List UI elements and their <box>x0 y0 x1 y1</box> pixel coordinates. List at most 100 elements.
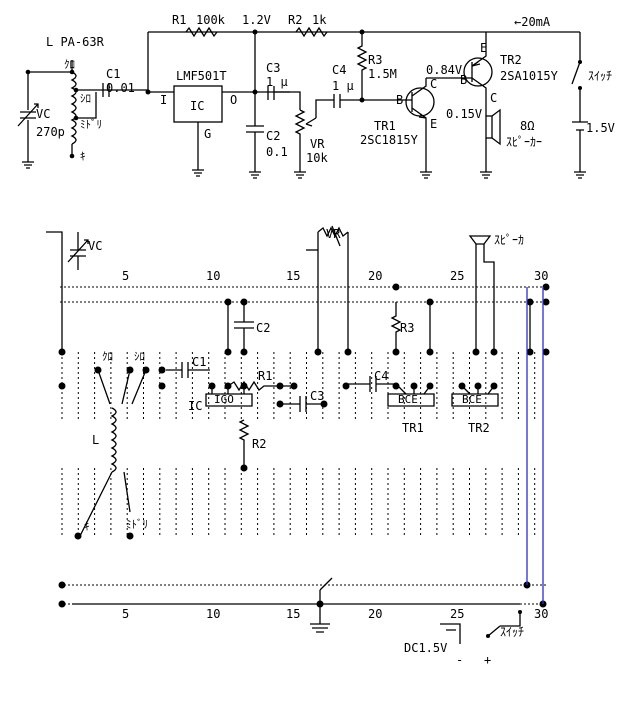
breadboard-hole <box>344 348 352 356</box>
breadboard-hole <box>542 283 550 291</box>
board-dc-label: DC1.5V <box>404 641 447 655</box>
breadboard-hole <box>158 366 166 374</box>
board-c4-label: C4 <box>374 369 388 383</box>
r3-name: R3 <box>368 53 382 67</box>
c4-value: 1 μ <box>332 79 354 93</box>
breadboard-wiring <box>46 225 544 644</box>
tr1-name: TR1 <box>374 119 396 133</box>
col-15-top: 15 <box>286 269 300 283</box>
breadboard-grid <box>58 283 550 608</box>
tr2-pin-c: C <box>490 91 497 105</box>
base-voltage-tr2: 0.84V <box>426 63 462 77</box>
board-r3-label: R3 <box>400 321 414 335</box>
tr2-pin-b: B <box>460 73 467 87</box>
breadboard-hole <box>392 283 400 291</box>
tr2-name: TR2 <box>500 53 522 67</box>
switch-label: ｽｲｯﾁ <box>588 69 612 83</box>
board-vc-label: VC <box>88 239 102 253</box>
coil-label: L PA-63R <box>46 35 105 49</box>
coil-tap-midori: ﾐﾄﾞﾘ <box>80 118 102 131</box>
col-10-bottom: 10 <box>206 607 220 621</box>
breadboard-hole <box>126 532 134 540</box>
board-vr-label: VR <box>326 227 341 241</box>
breadboard-hole <box>314 348 322 356</box>
ic-part-number: LMF501T <box>176 69 227 83</box>
c3-name: C3 <box>266 61 280 75</box>
col-15-bottom: 15 <box>286 607 300 621</box>
r2-name: R2 <box>288 13 302 27</box>
col-20-top: 20 <box>368 269 382 283</box>
col-25-bottom: 25 <box>450 607 464 621</box>
board-c3-label: C3 <box>310 389 324 403</box>
speaker-label: ｽﾋﾟｰｶｰ <box>506 135 542 149</box>
tr2-pin-e: E <box>480 41 487 55</box>
speaker-impedance: 8Ω <box>520 119 534 133</box>
col-20-bottom: 20 <box>368 607 382 621</box>
coil-tap-shiro: ｼﾛ <box>80 92 91 105</box>
board-r2-label: R2 <box>252 437 266 451</box>
breadboard-hole <box>58 600 66 608</box>
breadboard-hole <box>542 348 550 356</box>
board-coil-label: L <box>92 433 99 447</box>
board-midori-label: ﾐﾄﾞﾘ <box>126 518 148 531</box>
c1-name: C1 <box>106 67 120 81</box>
c2-value: 0.1 <box>266 145 288 159</box>
col-5-top: 5 <box>122 269 129 283</box>
collector-voltage-tr2: 0.15V <box>446 107 482 121</box>
col-10-top: 10 <box>206 269 220 283</box>
tr1-pin-c: C <box>430 77 437 91</box>
r1-name: R1 <box>172 13 186 27</box>
board-switch-label: ｽｲｯﾁ <box>500 625 524 639</box>
schematic: L PA-63R ｸﾛ ｼﾛ ﾐﾄﾞﾘ ｷ VC 270p C1 0.01 R1… <box>17 13 615 179</box>
tr1-pin-e: E <box>430 117 437 131</box>
board-shiro-label: ｼﾛ <box>134 350 145 363</box>
c4-name: C4 <box>332 63 346 77</box>
vr-name: VR <box>310 137 325 151</box>
board-tr1-pins: BCE <box>398 393 418 406</box>
breadboard-hole <box>58 382 66 390</box>
node-voltage-1: 1.2V <box>242 13 271 27</box>
board-ki-label: ｷ <box>84 520 90 533</box>
breadboard-hole <box>74 532 82 540</box>
r3-value: 1.5M <box>368 67 397 81</box>
breadboard-labels: 5 10 15 20 25 30 5 10 15 20 25 30 VC VR … <box>84 227 548 667</box>
breadboard-hole <box>542 298 550 306</box>
ic-body-label: IC <box>190 99 204 113</box>
col-5-bottom: 5 <box>122 607 129 621</box>
vr-value: 10k <box>306 151 328 165</box>
board-tr2-label: TR2 <box>468 421 490 435</box>
board-tr2-pins: BCE <box>462 393 482 406</box>
c3-value: 1 μ <box>266 75 288 89</box>
board-speaker-label: ｽﾋﾟｰｶ <box>494 233 524 247</box>
ic-pin-i: I <box>160 93 167 107</box>
c1-value: 0.01 <box>106 81 135 95</box>
col-25-top: 25 <box>450 269 464 283</box>
col-30-bottom: 30 <box>534 607 548 621</box>
tr1-part: 2SC1815Y <box>360 133 419 147</box>
ic-pin-o: O <box>230 93 237 107</box>
board-plus-label: + <box>484 653 491 667</box>
vc-value: 270p <box>36 125 65 139</box>
breadboard-hole <box>158 382 166 390</box>
breadboard-hole <box>58 581 66 589</box>
board-r1-label: R1 <box>258 369 272 383</box>
board-minus-label: - <box>456 653 463 667</box>
coil-tap-ki: ｷ <box>80 150 86 163</box>
battery-voltage: 1.5V <box>586 121 615 135</box>
board-tr1-label: TR1 <box>402 421 424 435</box>
vc-name: VC <box>36 107 50 121</box>
c2-name: C2 <box>266 129 280 143</box>
r1-value: 100k <box>196 13 226 27</box>
board-c2-label: C2 <box>256 321 270 335</box>
col-30-top: 30 <box>534 269 548 283</box>
current-label: ←20mA <box>514 15 551 29</box>
board-c1-label: C1 <box>192 355 206 369</box>
tr1-pin-b: B <box>396 93 403 107</box>
board-kuro-label: ｸﾛ <box>102 350 113 363</box>
coil-tap-kuro: ｸﾛ <box>64 58 75 71</box>
board-ic-label: IC <box>188 399 202 413</box>
tr2-part: 2SA1015Y <box>500 69 559 83</box>
ic-pin-g: G <box>204 127 211 141</box>
r2-value: 1k <box>312 13 327 27</box>
